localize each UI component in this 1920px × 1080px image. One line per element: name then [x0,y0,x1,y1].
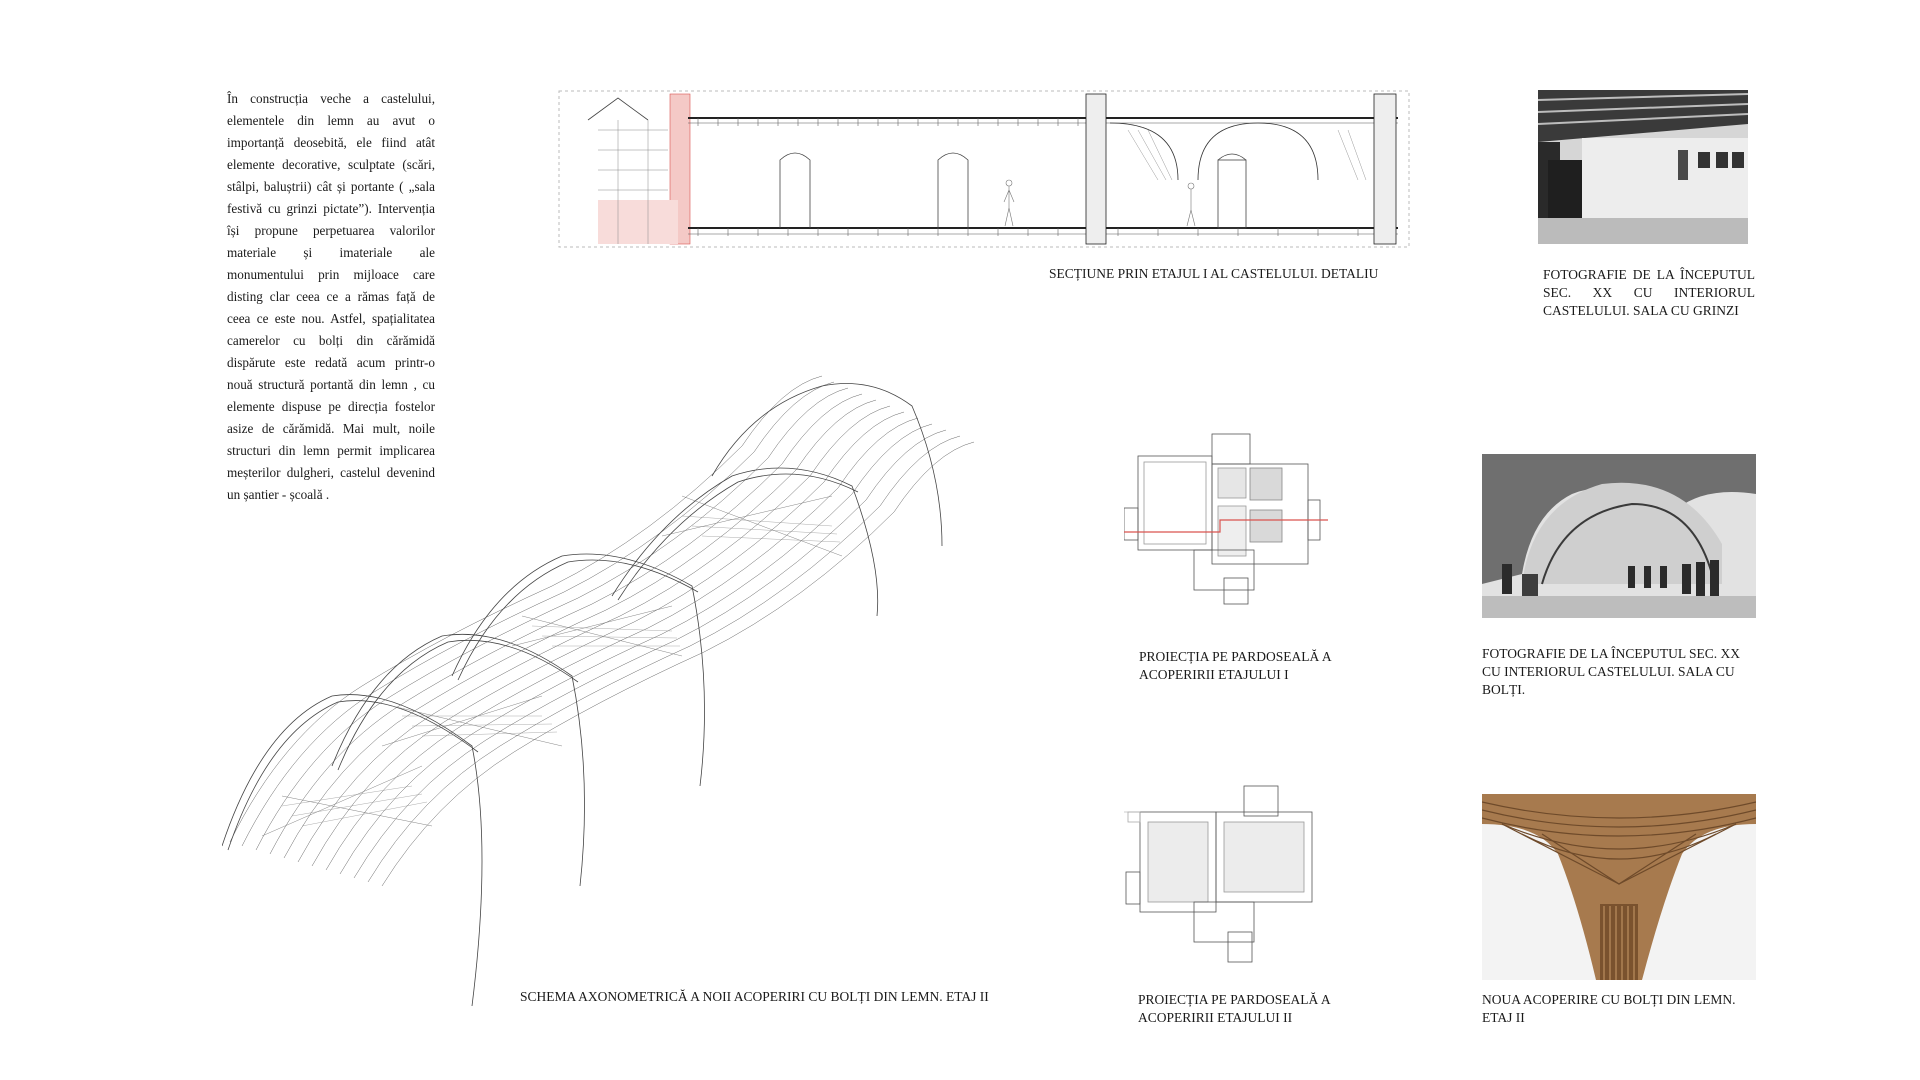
photo-vaulted-hall [1482,454,1756,618]
photo-beams-hall [1538,90,1748,244]
caption-plan-floor1: PROIECȚIA PE PARDOSEALĂ A ACOPERIRII ETA… [1139,649,1331,682]
caption-plan-floor2: PROIECȚIA PE PARDOSEALĂ A ACOPERIRII ETA… [1138,992,1330,1025]
caption-photo-vaults: FOTOGRAFIE DE LA ÎNCEPUTUL SEC. XX CU IN… [1482,646,1741,697]
caption-axonometric: SCHEMA AXONOMETRICĂ A NOII ACOPERIRI CU … [520,989,989,1004]
section-drawing [558,90,1410,248]
floor-plan-level-1 [1124,433,1328,605]
floor-plan-level-2 [1124,785,1313,963]
caption-render-new: NOUA ACOPERIRE CU BOLȚI DIN LEMN. ETAJ I… [1482,992,1736,1025]
axonometric-vault-drawing [222,375,975,1006]
render-new-wooden-vault [1482,794,1756,980]
caption-photo-beams: FOTOGRAFIE DE LA ÎNCEPUTUL SEC. XX CU IN… [1543,267,1755,318]
intro-paragraph: În construcția veche a castelului, eleme… [227,91,435,502]
caption-section: SECȚIUNE PRIN ETAJUL I AL CASTELULUI. DE… [1049,266,1379,281]
